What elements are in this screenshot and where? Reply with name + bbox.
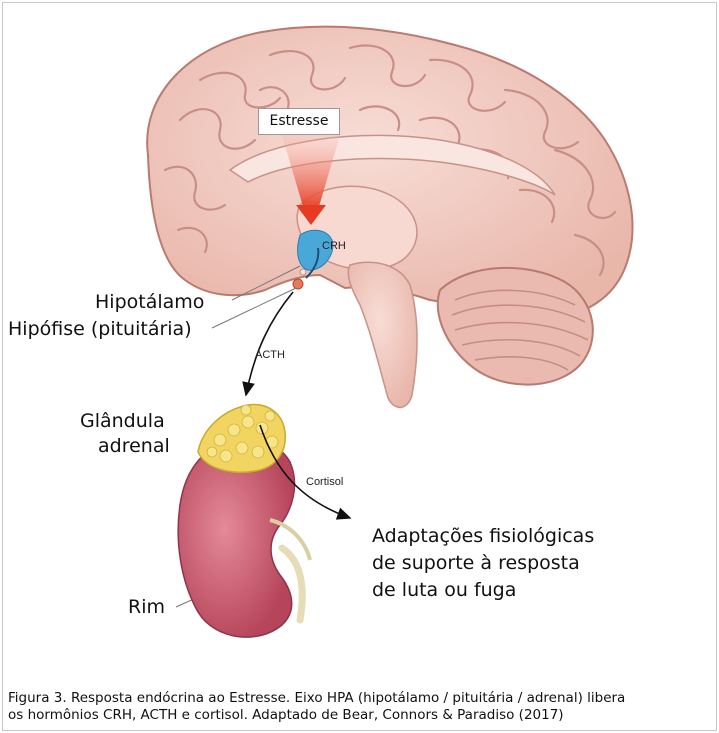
- stress-label: Estresse: [258, 108, 340, 135]
- pituitary-label: Hipófise (pituitária): [8, 317, 192, 341]
- caption-line-1: Figura 3. Resposta endócrina ao Estresse…: [8, 690, 719, 707]
- figure-caption: Figura 3. Resposta endócrina ao Estresse…: [8, 690, 719, 724]
- adrenal-gland: [198, 405, 285, 473]
- acth-label: ACTH: [255, 349, 285, 361]
- adrenal-label-line2: adrenal: [98, 434, 170, 458]
- acth-arrow: [246, 292, 293, 395]
- adaptations-label-line2: de suporte à resposta: [372, 551, 580, 575]
- cortisol-label: Cortisol: [306, 476, 343, 488]
- adrenal-label-line1: Glândula: [80, 409, 165, 433]
- caption-line-2: os hormônios CRH, ACTH e cortisol. Adapt…: [8, 707, 719, 724]
- cerebellum: [438, 268, 593, 385]
- brainstem: [348, 262, 417, 407]
- crh-label: CRH: [322, 240, 346, 252]
- hypothalamus-label: Hipotálamo: [95, 290, 204, 314]
- kidney-label: Rim: [128, 595, 165, 619]
- adaptations-label-line1: Adaptações fisiológicas: [372, 524, 594, 548]
- pituitary-gland: [293, 279, 303, 289]
- adaptations-label-line3: de luta ou fuga: [372, 578, 516, 602]
